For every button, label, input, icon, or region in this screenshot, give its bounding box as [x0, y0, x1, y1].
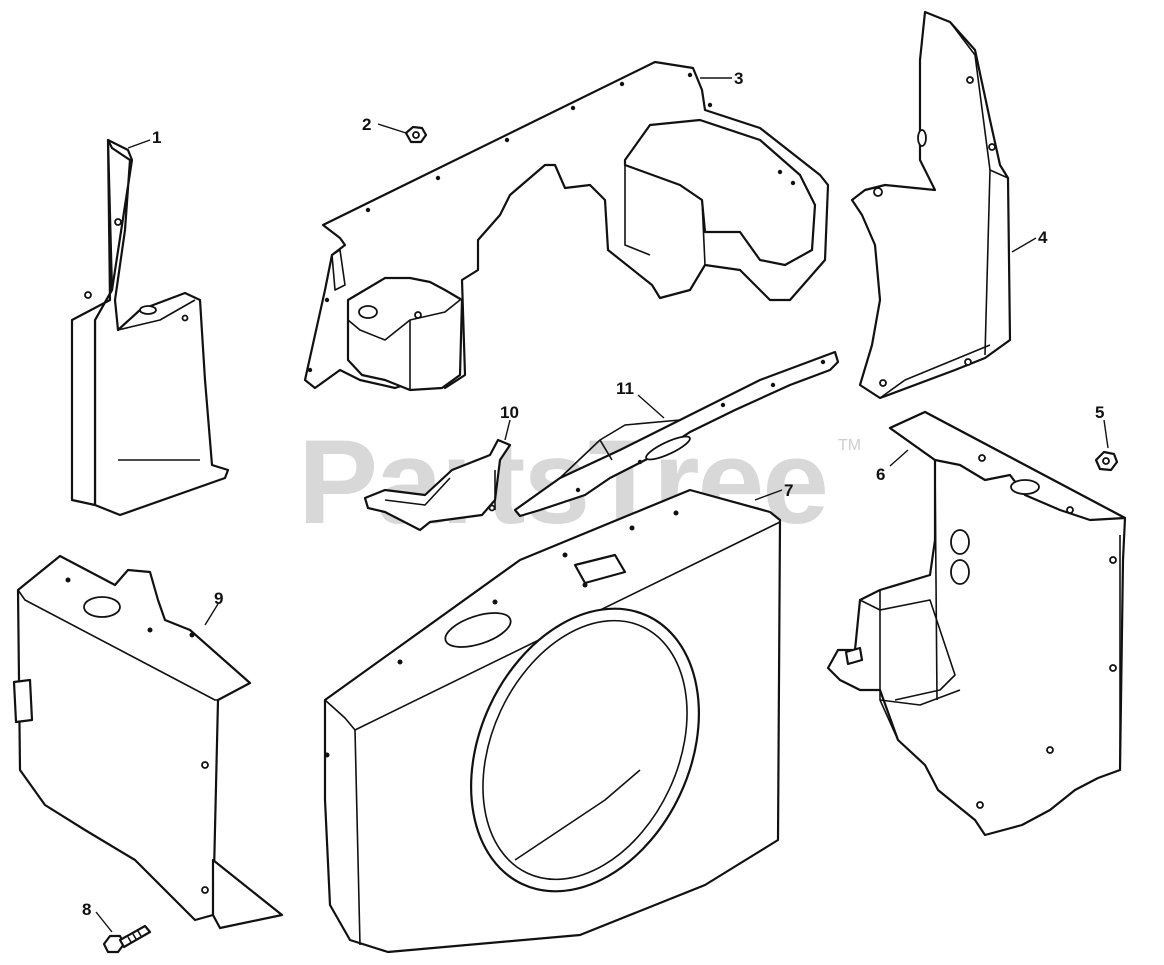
callout-3: 3 [734, 69, 743, 88]
callout-6: 6 [876, 465, 885, 484]
part-5-nut[interactable] [1094, 450, 1119, 472]
callout-11: 11 [616, 379, 634, 398]
part-4-baffle-right[interactable] [850, 10, 1012, 400]
callout-2: 2 [362, 115, 371, 134]
watermark-trademark: TM [838, 437, 861, 454]
callout-1: 1 [152, 128, 161, 147]
part-10-bracket[interactable] [363, 438, 512, 532]
part-3-top-shroud[interactable] [303, 60, 830, 392]
callout-8: 8 [82, 900, 91, 919]
callout-4: 4 [1038, 228, 1048, 247]
callout-10: 10 [500, 403, 519, 422]
part-7-blower-housing[interactable] [323, 488, 782, 954]
part-9-left-cover[interactable] [12, 554, 284, 930]
part-2-nut[interactable] [404, 125, 428, 144]
part-8-screw[interactable] [102, 924, 152, 954]
callout-7: 7 [784, 481, 793, 500]
part-1-baffle-left[interactable] [70, 138, 230, 517]
callout-5: 5 [1095, 403, 1104, 422]
leader-lines [95, 77, 1109, 933]
part-11-strap[interactable] [513, 350, 840, 518]
part-6-right-cover[interactable] [826, 410, 1127, 837]
callout-9: 9 [214, 589, 223, 608]
